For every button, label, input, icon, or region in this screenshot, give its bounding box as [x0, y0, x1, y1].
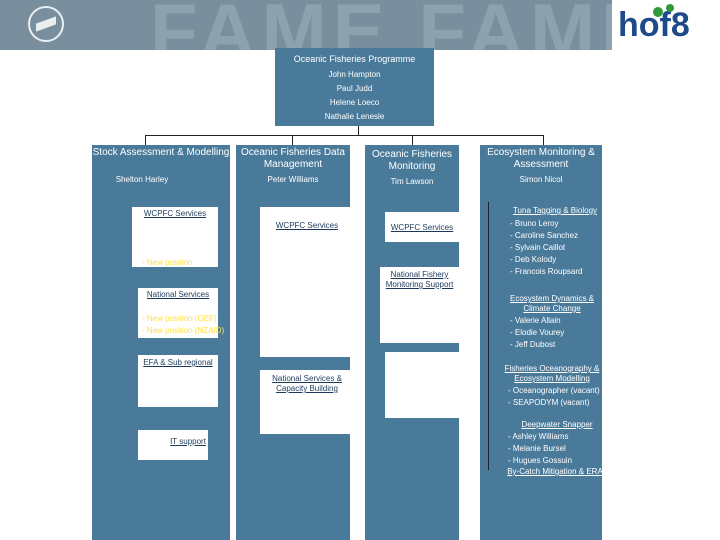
banner: FAME FAME [0, 0, 720, 50]
ecosystem-column: Ecosystem Monitoring & Assessment Simon … [480, 145, 602, 540]
group-item: - Ashley Williams [508, 432, 569, 441]
group-item: - Joel Rice [142, 246, 180, 255]
group-item: - Manoi Kutan [388, 380, 438, 389]
group-header: EFA & Sub regional [143, 358, 213, 367]
section-title: Oceanic Fisheries Monitoring [371, 149, 453, 172]
group-item: - Data Control Technicians (2014) [266, 268, 334, 287]
programme-person: Paul Judd [336, 84, 373, 93]
group-item: - Bruno Deprez [266, 256, 321, 265]
section-leader: Shelton Harley [115, 175, 169, 184]
group-box [260, 370, 354, 434]
group-header: National Services & Capacity Building [272, 374, 342, 393]
group-item: - Oceanographer (vacant) [508, 386, 600, 395]
group-header: Ecosystem Dynamics & Climate Change [509, 294, 595, 313]
connector-monitoring [412, 135, 413, 145]
group-item: - Tim Adams [142, 302, 187, 311]
group-item: - Emmanuel Schneiter [266, 408, 346, 417]
connector-top-down [358, 126, 359, 136]
connector-ecosystem [543, 135, 544, 145]
group-item: - Graham Pilling [142, 371, 200, 380]
group-item: - Hugues Gossuin [508, 456, 573, 465]
banner-watermark: FAME FAME [150, 0, 660, 50]
group-item: - New position [142, 258, 193, 267]
group-item: - Hugues Gossuin (NC) [386, 306, 451, 325]
group-box [138, 430, 208, 460]
section-leader: Peter Williams [267, 175, 319, 184]
group-item: - Deb Kolody [510, 255, 557, 264]
group-item: - Aaron Berger [142, 383, 195, 392]
group-item: - Bryan Scott [266, 420, 313, 429]
section-title: Ecosystem Monitoring & Assessment [487, 147, 595, 170]
group-header: IT support [170, 437, 206, 446]
group-box [138, 355, 218, 407]
group-item: - Valerie Allain [510, 316, 561, 325]
group-box [385, 352, 459, 418]
section-leader: Tim Lawson [390, 177, 434, 186]
ecosystem-bracket [488, 202, 489, 470]
group-item: - Simon Hoyle [142, 222, 193, 231]
group-item: - Caroline Sanchez [510, 231, 579, 240]
group-item: - Colley Chow [266, 300, 316, 309]
group-item: - Fabrice Bouye [138, 450, 195, 459]
group-header: Tuna Tagging & Biology [512, 206, 598, 215]
group-item: - Siosifa Fukofuka [388, 355, 453, 364]
group-header: Deepwater Snapper [521, 420, 593, 429]
group-item: - SEAPODYM (vacant) [508, 398, 590, 407]
group-item: - Jeff Dubost [510, 340, 556, 349]
fame-logo-icon: hof8 [612, 0, 720, 50]
group-item: - Colin Millar [266, 396, 311, 405]
group-header: WCPFC Services [143, 209, 207, 218]
group-item: - Corey Cole [266, 289, 311, 298]
section-title: Oceanic Fisheries Data Management [241, 147, 345, 170]
group-header: WCPFC Services [275, 221, 339, 230]
group-item: - Melanie Bursel [508, 444, 566, 453]
group-item: - Glen English [388, 392, 439, 401]
stock-assessment-column: Stock Assessment & Modelling Shelton Har… [92, 145, 230, 540]
group-item: - Sylvain Caillot [510, 243, 566, 252]
group-item: - New position (GEF) [142, 314, 217, 323]
programme-person: John Hampton [328, 70, 381, 79]
connector-data [292, 135, 293, 145]
group-box [260, 207, 354, 357]
group-item: - Carola Kirchner [142, 395, 203, 404]
group-header: By-Catch Mitigation & ERA [507, 467, 603, 476]
group-header: Fisheries Oceanography & Ecosystem Model… [504, 364, 600, 383]
group-box [132, 207, 218, 267]
programme-title: Oceanic Fisheries Programme [293, 54, 416, 64]
programme-box: Oceanic Fisheries Programme John Hampton… [275, 48, 434, 126]
group-box [380, 267, 459, 343]
group-item: - Manasseh Avicks [388, 367, 455, 376]
group-item: - Bruno Leroy [510, 219, 559, 228]
group-header: National Services [146, 290, 210, 299]
organization-logo-icon [28, 6, 64, 42]
group-item: - New position (NZAID) [142, 326, 225, 335]
group-item: - Taiana Raoux (FP) [386, 326, 458, 335]
section-leader: Simon Nicol [519, 175, 563, 184]
programme-person: Helene Loeco [329, 98, 380, 107]
section-title: Stock Assessment & Modelling [92, 147, 230, 158]
group-item: - Francois Roupsard [510, 267, 583, 276]
group-item: - Ferral Lasi [388, 404, 431, 413]
group-box [138, 288, 218, 338]
group-header: National Fishery Monitoring Support [385, 270, 454, 289]
connector-stock [145, 135, 146, 145]
group-item: - Elodie Vourey [510, 328, 565, 337]
group-item: - Nick Davies [142, 234, 190, 243]
group-item: - Deirdre Brogan [386, 294, 446, 303]
group-box [385, 212, 459, 242]
group-header: WCPFC Services [390, 223, 454, 232]
connector-horizontal [145, 135, 543, 136]
programme-person: Nathalie Lenesle [324, 112, 385, 121]
